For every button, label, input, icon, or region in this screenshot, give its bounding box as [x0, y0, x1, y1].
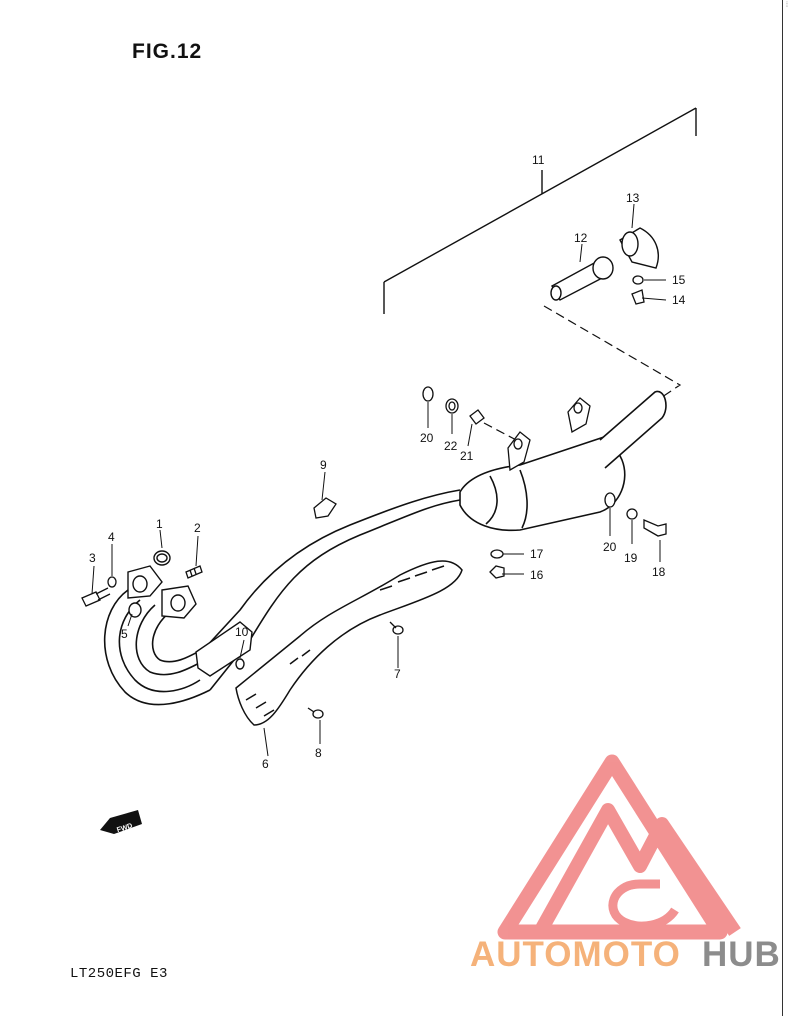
dashed-leader	[483, 305, 682, 443]
watermark-text-automoto: AUTOMOTO	[470, 935, 681, 974]
callout-2: 2	[194, 521, 201, 535]
washer	[107, 576, 117, 588]
mount-bracket	[313, 497, 337, 519]
callout-6: 6	[262, 757, 269, 771]
bolt	[81, 587, 111, 607]
exhaust-pipe	[103, 489, 461, 706]
end-cap	[619, 227, 659, 269]
assembly-bracket	[383, 107, 697, 314]
callout-16: 16	[530, 568, 544, 582]
callout-4: 4	[108, 530, 115, 544]
forward-label: FWD	[116, 823, 133, 835]
muffler	[459, 390, 667, 532]
corner-mark-icon: ⁞	[786, 2, 788, 9]
watermark-text-hub: HUB	[702, 935, 781, 974]
callout-9: 9	[320, 458, 327, 472]
callout-15: 15	[672, 273, 686, 287]
forward-direction-icon: FWD	[100, 810, 142, 834]
callout-18: 18	[652, 565, 666, 579]
callout-13: 13	[626, 191, 640, 205]
watermark-text: AUTOMOTO HUB	[470, 935, 781, 974]
gasket	[153, 550, 171, 566]
spark-arrester-tube	[550, 256, 614, 301]
callout-labels: 1 2 3 4 5 6 7 8 9 10 11 12 13 14 15 16 1…	[89, 153, 686, 771]
callout-5: 5	[121, 627, 128, 641]
model-code: LT250EFG E3	[70, 966, 168, 982]
callout-11: 11	[532, 153, 545, 167]
callout-1: 1	[156, 517, 163, 531]
muffler-bracket	[507, 397, 591, 472]
callout-19: 19	[624, 551, 638, 565]
leader-lines	[91, 203, 667, 757]
callout-3: 3	[89, 551, 96, 565]
callout-20: 20	[603, 540, 617, 554]
pipe-clamp	[195, 621, 253, 677]
exhaust-flange	[127, 565, 197, 619]
watermark-g-icon	[608, 879, 679, 931]
figure-title: FIG.12	[132, 40, 203, 63]
watermark-m-icon	[533, 803, 741, 936]
washer-set-top	[422, 386, 485, 425]
callout-12: 12	[574, 231, 588, 245]
bolt-set-right	[604, 492, 667, 537]
callout-22: 22	[444, 439, 458, 453]
watermark-triangle-icon	[497, 754, 728, 940]
page-border	[782, 0, 783, 1016]
watermark-logo-icon	[497, 754, 741, 940]
callout-21: 21	[460, 449, 474, 463]
exhaust-diagram-svg: FWD 1 2 3 4 5 6 7 8 9 10 11 12 13 14 15 …	[81, 107, 781, 974]
heat-shield-screw	[307, 621, 404, 719]
callout-20: 20	[420, 431, 434, 445]
callout-7: 7	[394, 667, 401, 681]
nut-set	[489, 549, 505, 579]
callout-14: 14	[672, 293, 686, 307]
callout-8: 8	[315, 746, 322, 760]
callout-17: 17	[530, 547, 544, 561]
callout-10: 10	[235, 625, 249, 639]
stud-bolt	[185, 565, 203, 579]
heat-shield	[235, 560, 463, 726]
small-hardware	[631, 275, 645, 305]
